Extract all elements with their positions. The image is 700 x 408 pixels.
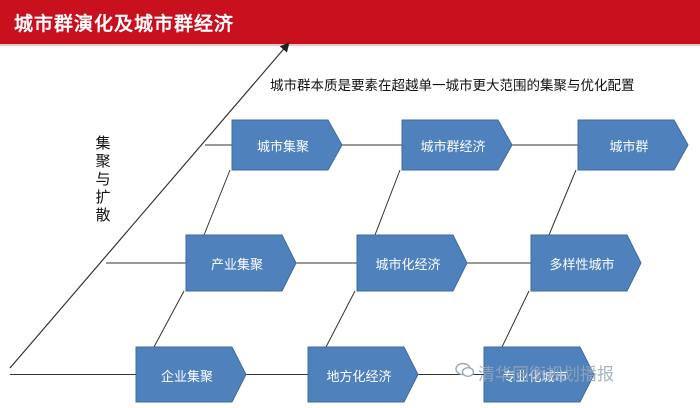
chevron-box <box>530 234 642 292</box>
chevron-box <box>356 234 468 292</box>
chevron-box <box>231 119 343 171</box>
chevron-box-label: 产业集聚 <box>210 258 263 273</box>
watermark: 清华同衡规划播报 <box>478 365 614 385</box>
chevron-boxes <box>135 119 689 403</box>
chevron-box-label: 城市化经济 <box>375 258 441 273</box>
diagonal-link <box>501 290 530 348</box>
chevron-box-label: 城市群 <box>609 140 649 155</box>
axis-label: 集聚与扩散 <box>95 134 111 224</box>
chevron-box <box>185 234 297 292</box>
chevron-box <box>307 346 419 403</box>
chevron-box <box>483 346 595 403</box>
chevron-box-label: 企业集聚 <box>160 369 213 385</box>
chevron-box <box>577 119 689 171</box>
chevron-box-label: 地方化经济 <box>326 369 392 385</box>
chevron-box-label: 城市群经济 <box>420 140 486 155</box>
header-bar: 城市群演化及城市群经济 <box>0 0 700 44</box>
diagram-caption: 城市群本质是要素在超越单一城市更大范围的集聚与优化配置 <box>270 78 635 94</box>
diagonal-link <box>374 169 401 236</box>
chevron-box-label: 多样性城市 <box>549 258 615 273</box>
diagonal-link <box>203 169 231 236</box>
diagonal-link <box>153 290 185 348</box>
page-title: 城市群演化及城市群经济 <box>14 13 235 35</box>
wechat-icon <box>455 362 475 378</box>
axis-arrow <box>9 42 290 369</box>
diagonal-link <box>548 169 577 236</box>
chevron-box-label: 专业化城市 <box>502 369 568 385</box>
header-divider <box>0 44 700 46</box>
chevron-box <box>135 346 247 403</box>
chevron-box <box>401 119 513 171</box>
diagonal-link <box>325 290 356 348</box>
chevron-box-label: 城市集聚 <box>256 140 309 155</box>
